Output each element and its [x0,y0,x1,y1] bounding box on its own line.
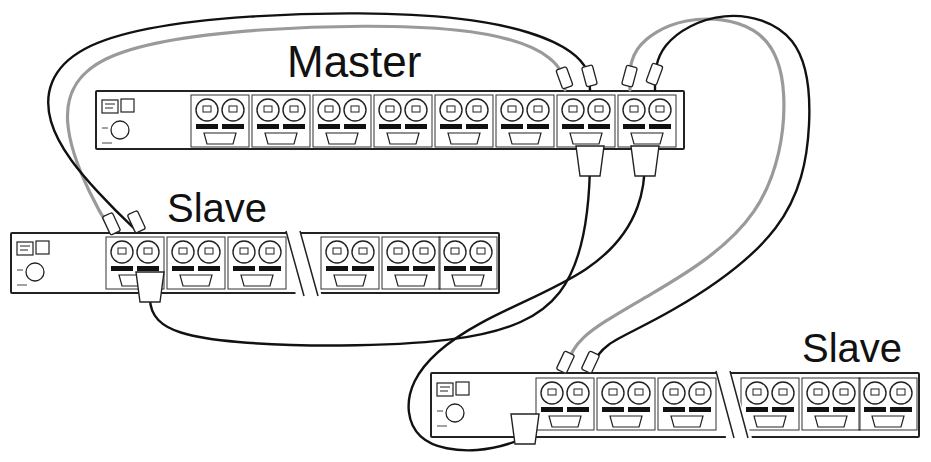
kvm-switch: Master [95,90,685,150]
unit-label: Slave [167,188,267,228]
cable [565,19,784,372]
kvm-switch: Slave [430,372,920,438]
unit-label: Slave [802,328,902,368]
cable [590,16,809,372]
unit-label: Master [287,40,421,84]
kvm-switch: Slave [10,232,500,294]
